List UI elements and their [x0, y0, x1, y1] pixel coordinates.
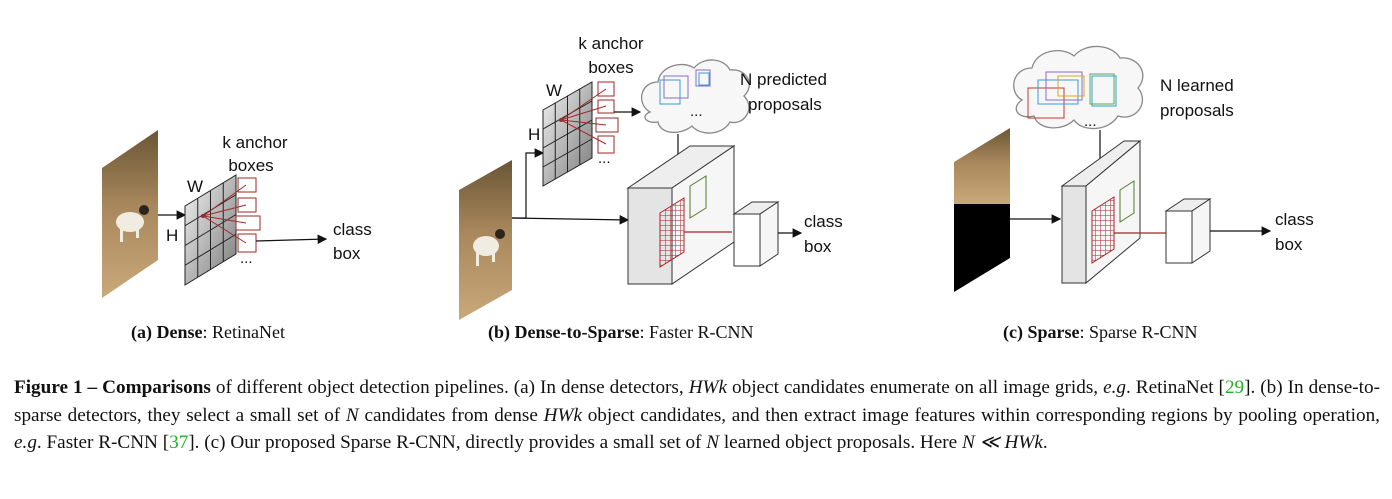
proposals-label-c-2: proposals	[1160, 101, 1234, 120]
subcaption-c-prefix: (c)	[1003, 322, 1023, 342]
panel-c: ... N learned proposals class box	[954, 45, 1314, 292]
grid-h-label-a: H	[166, 226, 178, 245]
proposal-cloud-c	[1013, 45, 1144, 130]
head-block-b	[732, 201, 780, 267]
subcaption-a: (a) Dense: RetinaNet	[131, 322, 285, 343]
subcaption-c: (c) Sparse: Sparse R-CNN	[1003, 322, 1198, 343]
subcaption-a-rest: : RetinaNet	[202, 322, 285, 342]
arrow-to-output-a	[255, 234, 328, 245]
ellipsis-cloud-b: ...	[690, 103, 703, 120]
caption-label: Figure 1	[14, 377, 83, 398]
figure-diagram: k anchor boxes W H ... class box	[102, 34, 1314, 320]
output-class-c: class	[1275, 210, 1314, 229]
anchor-boxes-b	[559, 81, 619, 154]
caption-text-4: ]. (b) In dense-to-sparse detectors, the…	[14, 377, 1380, 426]
input-image-a	[102, 130, 158, 298]
grid-w-label-b: W	[546, 81, 562, 100]
anchor-label-a-top: k anchor	[222, 133, 288, 152]
ellipsis-cloud-c: ...	[1084, 113, 1097, 130]
subcaption-b: (b) Dense-to-Sparse: Faster R-CNN	[488, 322, 753, 343]
output-box-a: box	[333, 244, 361, 263]
ellipsis-b: ...	[598, 150, 611, 167]
panel-a: k anchor boxes W H ... class box	[102, 130, 372, 298]
caption-math-n-2: N	[706, 432, 720, 453]
backbone-block-b	[626, 145, 736, 285]
caption-text-2: object candidates enumerate on all image…	[727, 377, 1104, 398]
output-class-b: class	[804, 212, 843, 231]
caption-math-n-1: N	[345, 404, 359, 426]
anchor-label-a-bottom: boxes	[228, 156, 273, 175]
proposals-label-c-1: N learned	[1160, 76, 1234, 95]
caption-math-hwk-1: HWk	[688, 377, 728, 398]
caption-text-8: ]. (c) Our proposed Sparse R-CNN, direct…	[188, 432, 707, 453]
figure-caption: Figure 1 – Comparisons of different obje…	[14, 374, 1380, 457]
subcaption-a-prefix: (a)	[131, 322, 152, 342]
caption-text-6: object candidates, and then extract imag…	[581, 404, 1380, 426]
proposal-cloud-b	[640, 59, 750, 134]
subcaption-a-bold: Dense	[156, 322, 203, 342]
head-block-c	[1164, 198, 1212, 264]
backbone-block-c	[1060, 139, 1142, 285]
output-box-b: box	[804, 237, 832, 256]
caption-text-10: .	[1042, 432, 1048, 453]
caption-dash: –	[82, 377, 103, 398]
subcaption-c-rest: : Sparse R-CNN	[1079, 322, 1198, 342]
caption-ref-29[interactable]: 29	[1224, 377, 1245, 398]
anchor-boxes-a	[201, 177, 261, 253]
panel-b: ... k anchor boxes W H ... N predicted p…	[459, 34, 843, 320]
arrow-image-to-backbone-b	[511, 215, 630, 225]
input-image-c	[954, 128, 1010, 292]
feature-grid-a	[184, 174, 237, 286]
caption-math-relation: N ≪ HWk	[962, 432, 1043, 453]
caption-ref-37[interactable]: 37	[169, 432, 189, 453]
grid-h-label-b: H	[528, 125, 540, 144]
proposals-label-b-2: proposals	[748, 95, 822, 114]
subcaption-b-rest: : Faster R-CNN	[639, 322, 754, 342]
output-box-c: box	[1275, 235, 1303, 254]
input-image-b	[459, 160, 512, 320]
caption-text-3: . RetinaNet [	[1126, 377, 1225, 398]
output-class-a: class	[333, 220, 372, 239]
subcaption-b-bold: Dense-to-Sparse	[514, 322, 640, 342]
arrow-image-to-grid-b	[512, 148, 545, 219]
caption-text-9: learned object proposals. Here	[719, 432, 962, 453]
subcaption-c-bold: Sparse	[1027, 322, 1080, 342]
caption-eg-2: e.g	[14, 432, 37, 453]
caption-text-5: candidates from dense	[358, 404, 544, 426]
caption-text-7: . Faster R-CNN [	[36, 432, 170, 453]
anchor-label-b-bottom: boxes	[588, 58, 633, 77]
anchor-label-b-top: k anchor	[578, 34, 644, 53]
ellipsis-a: ...	[240, 250, 253, 267]
caption-math-hwk-2: HWk	[543, 404, 582, 426]
subcaption-b-prefix: (b)	[488, 322, 510, 342]
caption-bold: Comparisons	[102, 377, 211, 398]
grid-w-label-a: W	[187, 177, 203, 196]
caption-eg-1: e.g	[1103, 377, 1126, 398]
caption-text-1: of different object detection pipelines.…	[210, 377, 689, 398]
proposals-label-b-1: N predicted	[740, 70, 827, 89]
